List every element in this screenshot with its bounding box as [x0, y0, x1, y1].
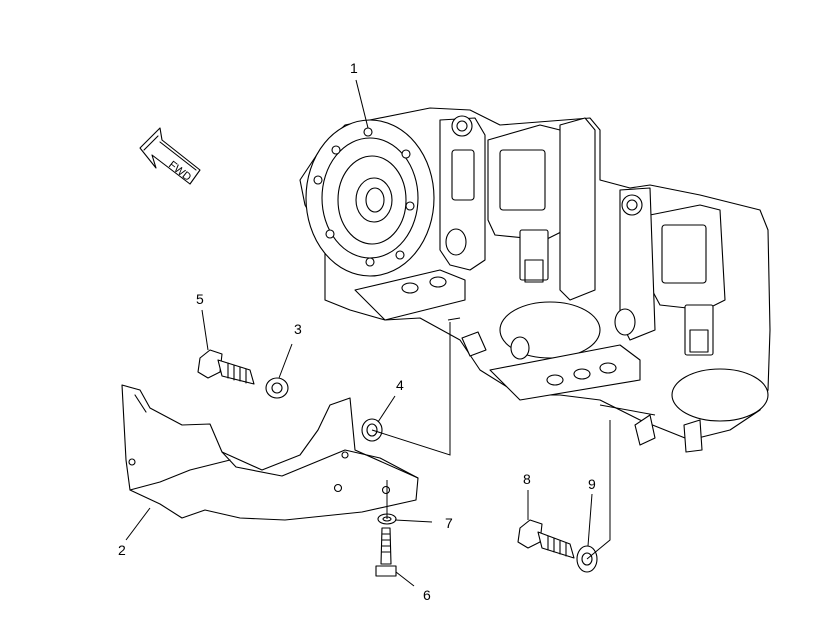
callout-8: 8 [523, 471, 531, 487]
pump-assembly [299, 107, 771, 453]
bolt-8 [517, 519, 575, 559]
bolt-5 [197, 349, 255, 385]
fwd-arrow-icon: FWD [139, 127, 201, 185]
bolt-6 [375, 527, 397, 577]
callout-6: 6 [423, 587, 431, 603]
callout-9: 9 [588, 476, 596, 492]
callout-4: 4 [396, 377, 404, 393]
washer-3 [265, 377, 289, 399]
leader-lines [125, 79, 593, 587]
bracket-plate [121, 384, 419, 521]
callout-5: 5 [196, 291, 204, 307]
callout-2: 2 [118, 542, 126, 558]
callout-3: 3 [294, 321, 302, 337]
callout-7: 7 [445, 515, 453, 531]
callout-1: 1 [350, 60, 358, 76]
alignment-lines [371, 317, 656, 560]
